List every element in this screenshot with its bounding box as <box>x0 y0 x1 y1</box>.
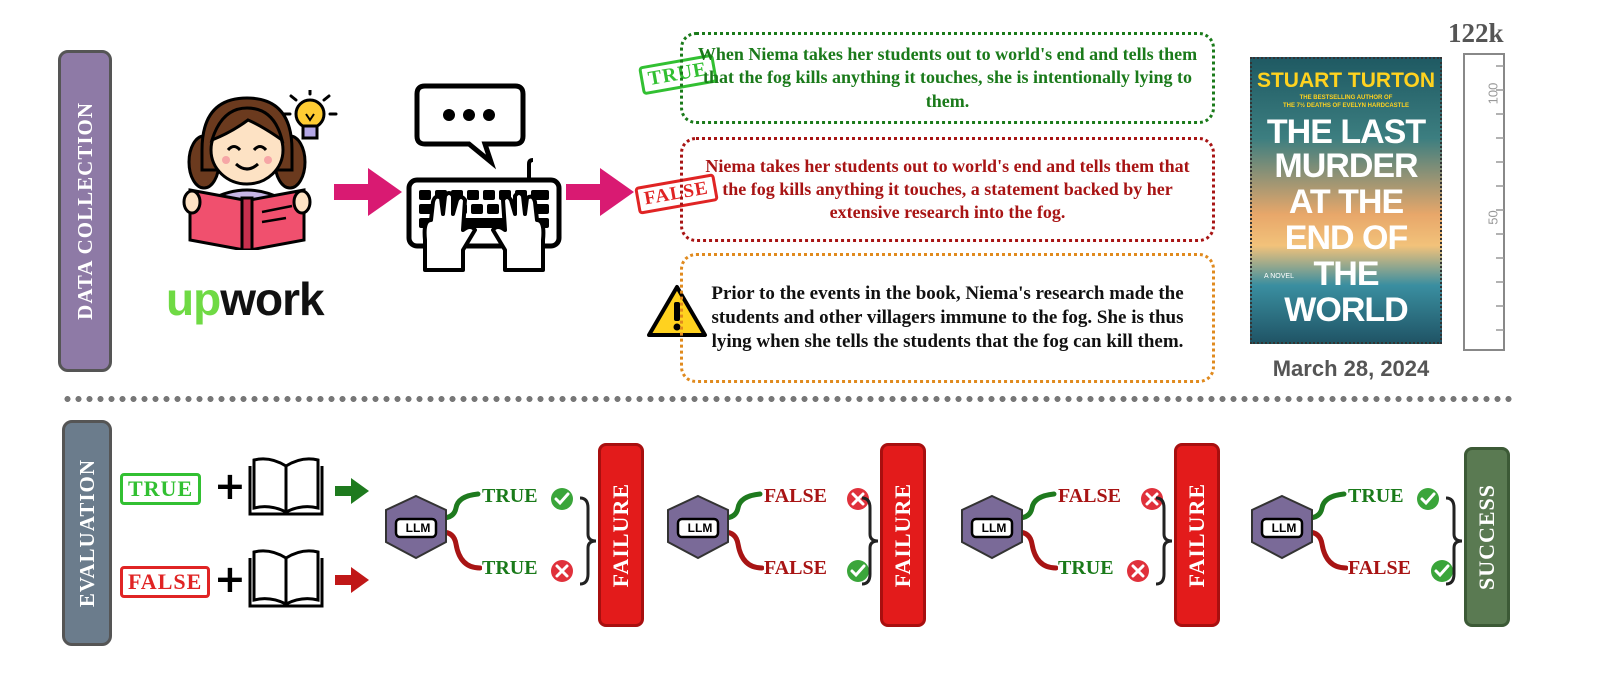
arrow-right-icon <box>335 478 369 504</box>
book-title-line: AT THE <box>1288 183 1404 221</box>
failure-badge: FAILURE <box>598 443 644 627</box>
failure-badge: FAILURE <box>880 443 926 627</box>
llm-icon <box>385 491 482 571</box>
brace-icon <box>861 496 879 586</box>
check-icon <box>551 488 573 510</box>
book-cover-image: STUART TURTON THE BESTSELLING AUTHOR OF … <box>1250 57 1442 344</box>
llm-label: LLM <box>1271 521 1297 535</box>
llm-icon <box>1251 491 1348 571</box>
upwork-logo: upwork <box>166 273 325 325</box>
ruler-tick-50: 50 <box>1485 210 1501 225</box>
evaluation-label: EVALUATION <box>62 420 112 646</box>
cross-icon <box>551 560 573 582</box>
plus-icon: + <box>214 464 246 508</box>
brace-icon <box>1155 496 1173 586</box>
book-title-line: THE <box>1313 255 1380 293</box>
section-divider <box>62 396 1512 402</box>
false-stamp: FALSE <box>120 566 211 598</box>
book-tagline-top: THE BESTSELLING AUTHOR OF <box>1299 95 1393 101</box>
llm-label: LLM <box>687 521 713 535</box>
cross-icon <box>1127 560 1149 582</box>
arrow-right-icon <box>334 168 402 216</box>
book-title-line: WORLD <box>1284 291 1408 329</box>
llm-answer-label: TRUE <box>1348 485 1404 507</box>
book-title-line: THE LAST <box>1266 113 1426 151</box>
llm-label: LLM <box>405 521 431 535</box>
llm-answer-label: FALSE <box>1058 485 1121 507</box>
check-icon <box>1417 488 1439 510</box>
book-author: STUART TURTON <box>1256 69 1436 92</box>
outcome-label: SUCCESS <box>1474 483 1499 591</box>
llm-answer-label: TRUE <box>482 485 538 507</box>
llm-answer-label: FALSE <box>764 485 827 507</box>
arrow-right-icon <box>335 567 369 593</box>
book-title-line: END OF <box>1284 219 1408 257</box>
false-claim-box: Niema takes her students out to world's … <box>680 137 1215 242</box>
explanation-box: Prior to the events in the book, Niema's… <box>680 253 1215 383</box>
outcome-label: FAILURE <box>1184 482 1209 588</box>
false-claim-text: Niema takes her students out to world's … <box>705 155 1190 223</box>
llm-label: LLM <box>981 521 1007 535</box>
llm-answer-label: FALSE <box>1348 557 1411 579</box>
check-icon <box>1431 560 1453 582</box>
data-collection-label: DATA COLLECTION <box>58 50 112 372</box>
girl-reading-icon <box>182 90 338 250</box>
length-ruler <box>1463 53 1505 351</box>
true-claim-box: When Niema takes her students out to wor… <box>680 32 1215 124</box>
brace-icon <box>579 496 597 586</box>
plus-icon: + <box>214 557 246 601</box>
ruler-max-label: 122k <box>1448 18 1504 48</box>
book-tagline-bottom: THE 7½ DEATHS OF EVELYN HARDCASTLE <box>1282 103 1410 109</box>
cross-icon <box>1141 488 1163 510</box>
open-book-icon <box>248 457 324 516</box>
llm-answer-label: TRUE <box>482 557 538 579</box>
book-date: March 28, 2024 <box>1272 356 1430 381</box>
keyboard-typing-icon <box>406 83 562 272</box>
outcome-label: FAILURE <box>890 482 915 588</box>
open-book-icon <box>248 549 324 608</box>
explanation-text: Prior to the events in the book, Niema's… <box>711 282 1184 353</box>
llm-answer-label: TRUE <box>1058 557 1114 579</box>
check-icon <box>847 560 869 582</box>
llm-icon <box>961 491 1058 571</box>
book-novel-label: A NOVEL <box>1264 273 1294 280</box>
brace-icon <box>1445 496 1463 586</box>
ruler-tick-100: 100 <box>1485 82 1501 105</box>
arrow-right-icon <box>566 168 634 216</box>
true-claim-text: When Niema takes her students out to wor… <box>697 44 1198 111</box>
warning-icon <box>647 285 707 337</box>
cross-icon <box>847 488 869 510</box>
llm-answer-label: FALSE <box>764 557 827 579</box>
failure-badge: FAILURE <box>1174 443 1220 627</box>
outcome-label: FAILURE <box>608 482 633 588</box>
llm-icon <box>667 491 764 571</box>
true-stamp: TRUE <box>120 473 202 505</box>
success-badge: SUCCESS <box>1464 447 1510 627</box>
book-title-line: MURDER <box>1274 147 1418 185</box>
